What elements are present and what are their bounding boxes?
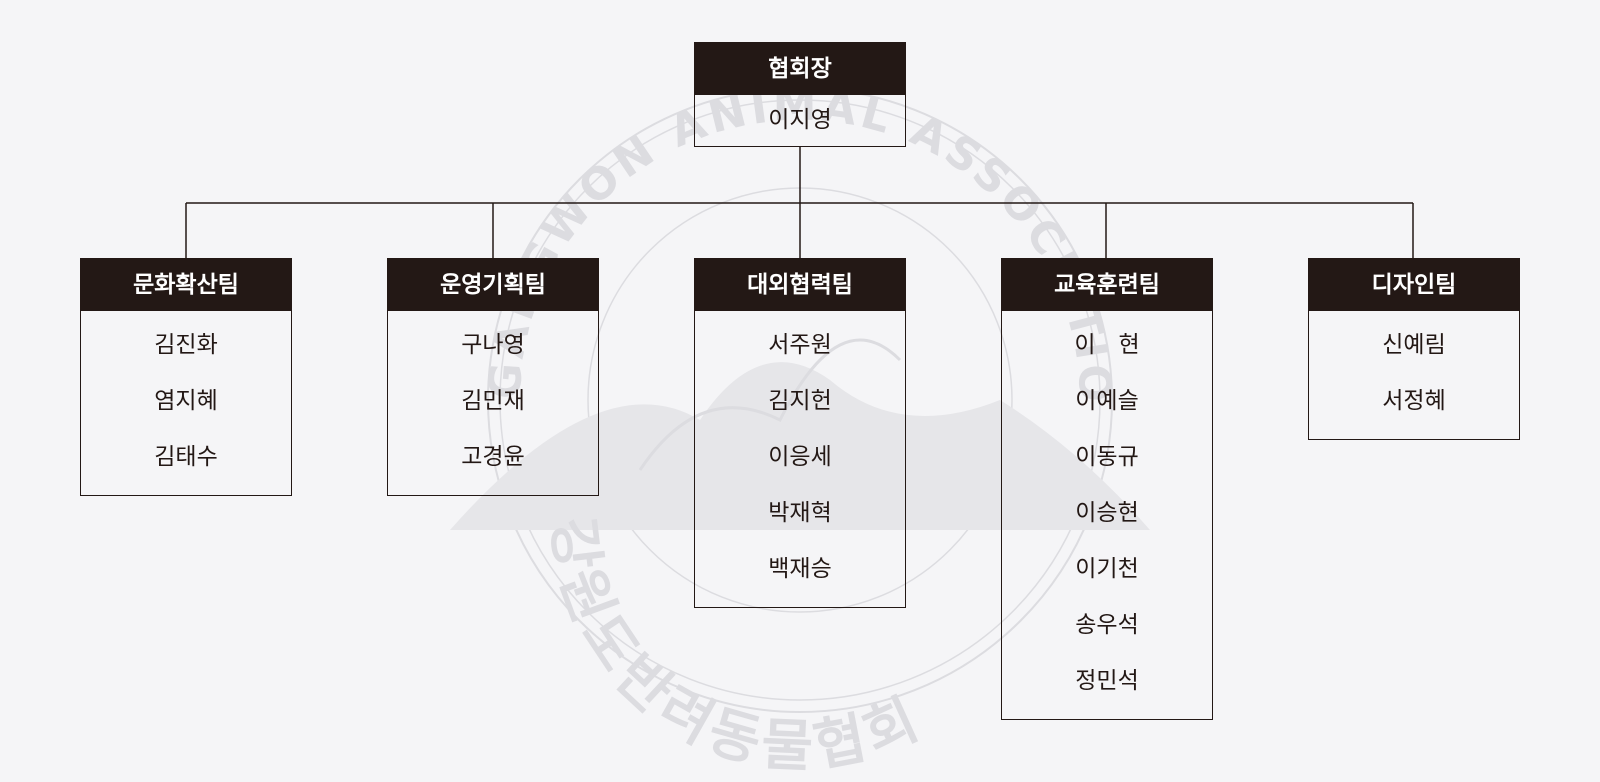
team-members: 이 현 이예슬 이동규 이승현 이기천 송우석 정민석 — [1002, 311, 1212, 719]
member-name: 이동규 — [1075, 444, 1139, 470]
team-box-culture: 문화확산팀 김진화 염지혜 김태수 — [80, 258, 292, 496]
member-name: 서정혜 — [1382, 388, 1446, 414]
member-name: 박재혁 — [768, 500, 832, 526]
president-title: 협회장 — [695, 43, 905, 95]
team-members: 신예림 서정혜 — [1309, 311, 1519, 439]
member-name: 고경윤 — [461, 444, 525, 470]
team-members: 김진화 염지혜 김태수 — [81, 311, 291, 495]
president-box: 협회장 이지영 — [694, 42, 906, 147]
member-name: 서주원 — [768, 332, 832, 358]
member-name: 김지헌 — [768, 388, 832, 414]
member-name: 정민석 — [1075, 668, 1139, 694]
team-box-operations: 운영기획팀 구나영 김민재 고경윤 — [387, 258, 599, 496]
team-title: 디자인팀 — [1309, 259, 1519, 311]
president-members: 이지영 — [695, 95, 905, 146]
member-name: 신예림 — [1382, 332, 1446, 358]
team-title: 교육훈련팀 — [1002, 259, 1212, 311]
member-name: 이예슬 — [1075, 388, 1139, 414]
team-members: 구나영 김민재 고경윤 — [388, 311, 598, 495]
member-name: 송우석 — [1075, 612, 1139, 638]
member-name: 이지영 — [768, 107, 832, 133]
member-name: 김진화 — [154, 332, 218, 358]
team-title: 문화확산팀 — [81, 259, 291, 311]
member-name: 이 현 — [1074, 332, 1140, 358]
member-name: 염지혜 — [154, 388, 218, 414]
team-box-design: 디자인팀 신예림 서정혜 — [1308, 258, 1520, 440]
member-name: 김민재 — [461, 388, 525, 414]
team-title: 운영기획팀 — [388, 259, 598, 311]
member-name: 구나영 — [461, 332, 525, 358]
member-name: 백재승 — [768, 556, 832, 582]
team-title: 대외협력팀 — [695, 259, 905, 311]
member-name: 이응세 — [768, 444, 832, 470]
member-name: 이승현 — [1075, 500, 1139, 526]
team-box-external-relations: 대외협력팀 서주원 김지헌 이응세 박재혁 백재승 — [694, 258, 906, 608]
team-members: 서주원 김지헌 이응세 박재혁 백재승 — [695, 311, 905, 607]
member-name: 이기천 — [1075, 556, 1139, 582]
team-box-education-training: 교육훈련팀 이 현 이예슬 이동규 이승현 이기천 송우석 정민석 — [1001, 258, 1213, 720]
member-name: 김태수 — [154, 444, 218, 470]
